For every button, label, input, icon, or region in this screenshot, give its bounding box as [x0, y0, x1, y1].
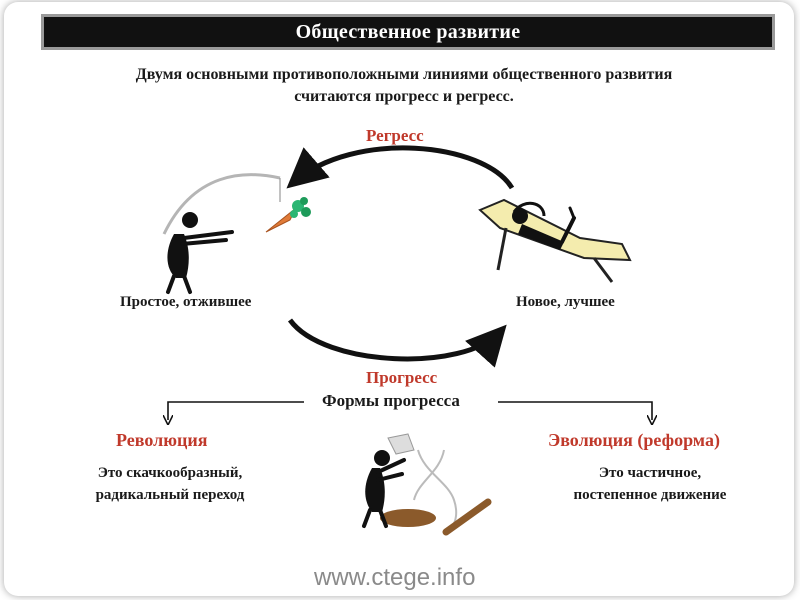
revolution-title: Революция	[116, 430, 208, 450]
revolution-line-2: радикальный переход	[95, 487, 245, 503]
slide-title-text: Общественное развитие	[295, 20, 521, 43]
figure-with-hourglass-icon	[362, 433, 492, 536]
figure-on-lounger-icon	[478, 198, 632, 283]
evolution-line-1: Это частичное,	[598, 465, 702, 481]
intro-line-2: считаются прогресс и регресс.	[294, 88, 514, 105]
cycle-diagram	[162, 145, 794, 536]
new-better-label: Новое, лучшее	[516, 294, 615, 310]
intro-text: Двумя основными противоположными линиями…	[34, 64, 774, 108]
regress-label: Регресс	[366, 126, 424, 145]
evolution-description: Это частичное, постепенное движение	[540, 462, 760, 506]
slide: Общественное развитие Двумя основными пр…	[4, 2, 794, 596]
intro-line-1: Двумя основными противоположными линиями…	[135, 66, 673, 83]
progress-arrow	[287, 318, 507, 368]
old-simple-label: Простое, отжившее	[120, 294, 252, 310]
revolution-line-1: Это скачкообразный,	[97, 465, 243, 481]
branch-left-arrow	[168, 401, 304, 420]
branch-right-arrow	[498, 401, 652, 420]
progress-label: Прогресс	[366, 368, 438, 387]
evolution-title: Эволюция (реформа)	[548, 430, 720, 450]
regress-arrow	[286, 145, 515, 190]
evolution-line-2: постепенное движение	[573, 487, 727, 503]
slide-title: Общественное развитие	[41, 14, 775, 50]
watermark: www.ctege.info	[314, 564, 476, 591]
revolution-description: Это скачкообразный, радикальный переход	[60, 462, 280, 506]
figure-with-carrot-icon	[162, 173, 311, 294]
forms-of-progress-label: Формы прогресса	[322, 391, 460, 410]
